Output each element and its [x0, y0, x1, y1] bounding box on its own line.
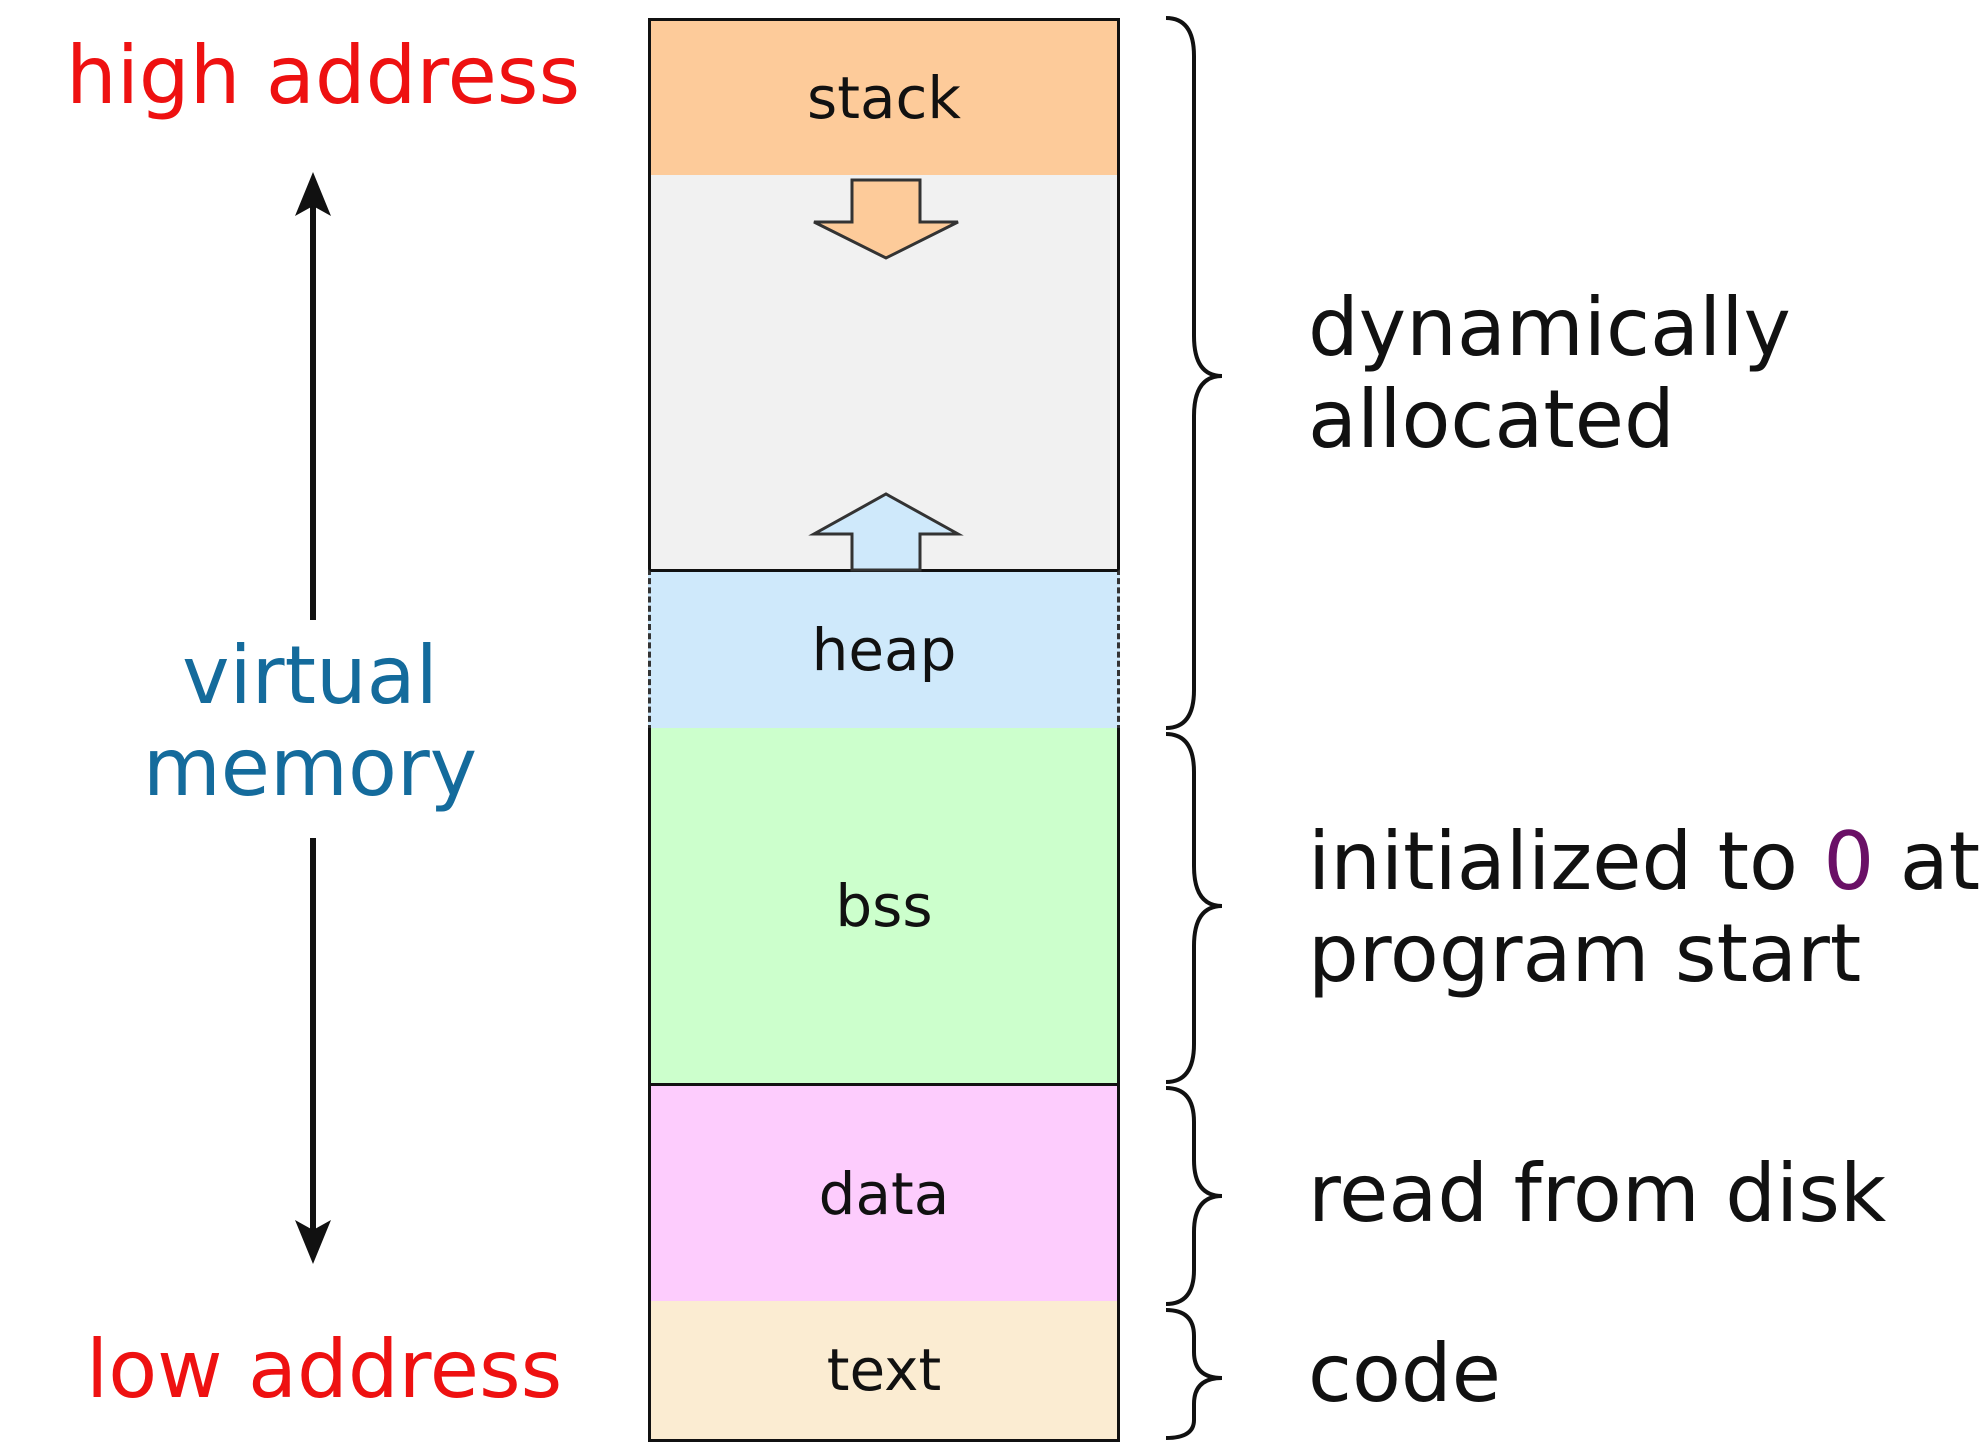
brace-bss-icon	[1165, 732, 1223, 1084]
heap-label: heap	[811, 616, 957, 684]
dynamically-allocated-line1: dynamically	[1308, 281, 1791, 374]
bss-description-line1: initialized to 0 at	[1308, 816, 1980, 908]
bss-label: bss	[835, 871, 933, 940]
data-label: data	[818, 1159, 950, 1228]
high-address-label: high address	[66, 29, 581, 122]
bss-description-pre: initialized to	[1308, 815, 1824, 908]
brace-dynamic-icon	[1165, 16, 1223, 730]
bss-segment: bss	[648, 728, 1120, 1086]
bss-description-label: initialized to 0 at program start	[1308, 816, 1980, 1000]
brace-data-icon	[1165, 1086, 1223, 1306]
text-segment: text	[648, 1301, 1120, 1442]
virtual-memory-line1: virtual	[182, 629, 438, 722]
stack-segment: stack	[648, 18, 1120, 178]
read-from-disk-label: read from disk	[1308, 1147, 1887, 1240]
low-address-label: low address	[86, 1323, 563, 1416]
brace-text-icon	[1165, 1308, 1223, 1440]
stack-label: stack	[807, 64, 961, 132]
stack-growth-arrow-icon	[813, 178, 959, 260]
heap-growth-arrow-icon	[808, 492, 964, 572]
virtual-memory-line2: memory	[142, 721, 478, 814]
bss-description-line2: program start	[1308, 907, 1862, 1000]
data-segment: data	[648, 1083, 1120, 1304]
dynamically-allocated-line2: allocated	[1308, 373, 1675, 466]
text-label: text	[826, 1336, 942, 1404]
bss-description-post: at	[1874, 815, 1981, 908]
virtual-memory-label: virtual memory	[140, 630, 480, 814]
axis-arrow-up-head	[295, 172, 331, 216]
code-label: code	[1308, 1327, 1501, 1420]
axis-arrow-down-head	[295, 1220, 331, 1264]
zero-value: 0	[1823, 815, 1875, 908]
dynamically-allocated-label: dynamically allocated	[1308, 282, 1791, 466]
